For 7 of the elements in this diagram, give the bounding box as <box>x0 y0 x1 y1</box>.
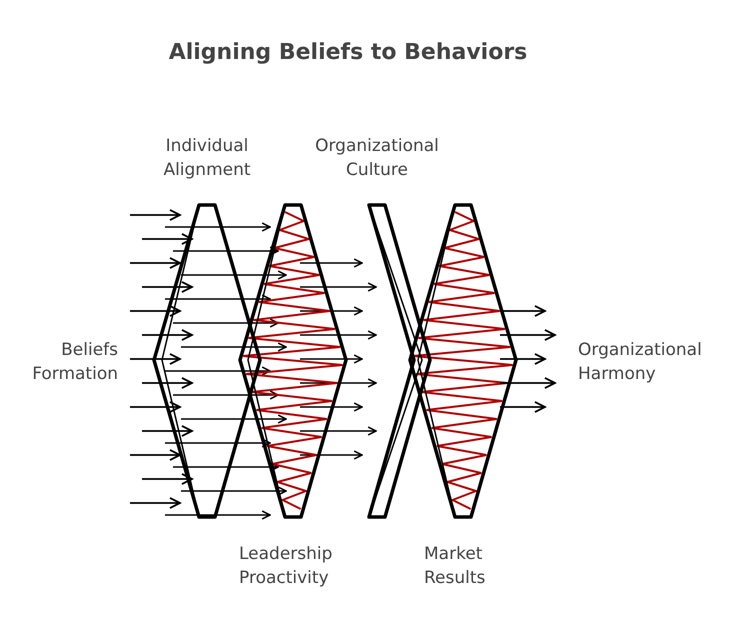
step-label: Individual Alignment <box>162 135 252 182</box>
step-label: Leadership Proactivity <box>239 543 334 590</box>
diagram-title: Aligning Beliefs to Behaviors <box>168 40 528 65</box>
step-label: Market Results <box>424 543 486 590</box>
step-label: Beliefs Formation <box>31 339 118 386</box>
step-label: Organizational Harmony <box>578 339 703 386</box>
step-label: Organizational Culture <box>314 135 440 182</box>
